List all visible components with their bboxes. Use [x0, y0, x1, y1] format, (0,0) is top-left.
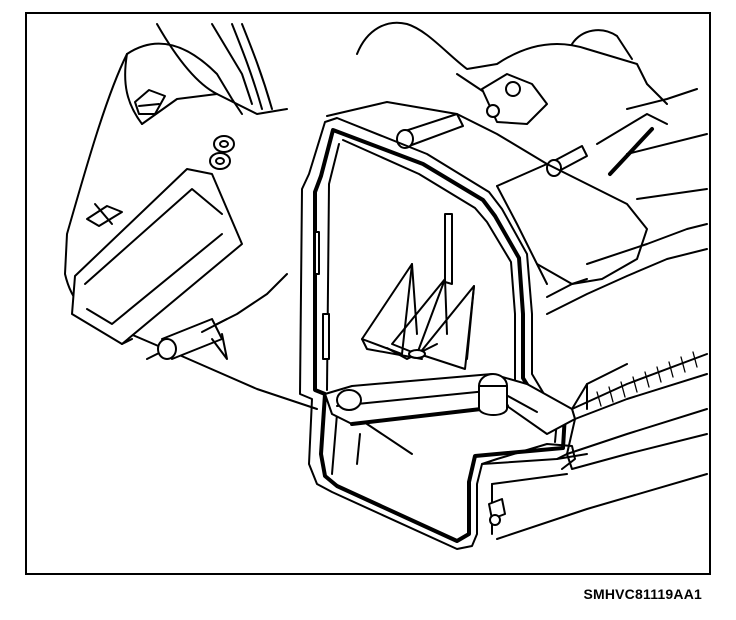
background-housing: [356, 21, 708, 315]
air-baffles: [361, 213, 475, 370]
figure-code: SMHVC81119AA1: [583, 586, 702, 602]
filter-access-cover: [71, 168, 243, 345]
diagram-frame: [25, 12, 711, 575]
stud-left: [396, 113, 464, 149]
hvac-case-illustration: [64, 21, 708, 550]
lower-case-detail: [356, 423, 413, 465]
drain-pocket: [481, 443, 576, 535]
upper-housing: [326, 101, 648, 285]
retaining-clip: [86, 203, 123, 227]
pivot-peg: [157, 318, 228, 360]
stud-right: [546, 145, 588, 177]
washer-stack: [209, 135, 235, 170]
wire-connector: [134, 89, 166, 115]
lower-housing: [496, 278, 708, 540]
mounting-boss: [481, 73, 548, 125]
evaporator-case-half: [299, 117, 576, 550]
partition-ledge: [324, 373, 576, 435]
